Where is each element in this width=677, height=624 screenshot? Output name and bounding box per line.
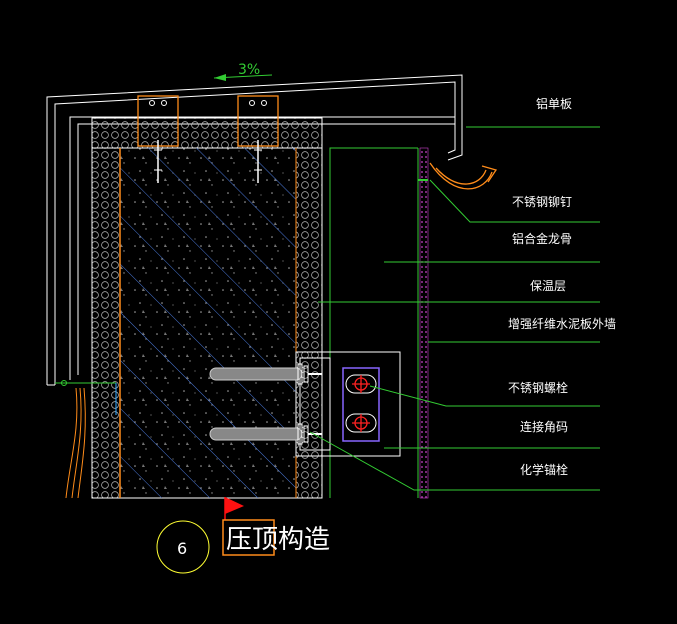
title-highlight-box xyxy=(222,519,275,556)
left-flashing xyxy=(55,380,117,499)
callout-labels: 铝单板 不锈钢铆钉 铝合金龙骨 保温层 增强纤维水泥板外墙 不锈钢螺栓 连接角码… xyxy=(508,96,616,477)
chemical-anchor-upper xyxy=(209,367,303,381)
anchor-assembly xyxy=(209,351,401,457)
concrete-hatch xyxy=(120,148,296,498)
flag-icon xyxy=(224,497,244,520)
label-stainless-bolt: 不锈钢螺栓 xyxy=(508,380,568,395)
stainless-bolt-upper xyxy=(352,375,370,393)
top-bracket-left xyxy=(137,95,179,183)
detail-number: 6 xyxy=(177,539,187,558)
aluminum-keel xyxy=(329,147,419,498)
insulation-top xyxy=(91,117,323,149)
drip-arrow xyxy=(429,162,498,190)
top-bracket-right xyxy=(237,95,279,183)
insulation-left xyxy=(91,147,121,499)
leader-lines xyxy=(309,126,600,491)
inner-frame-lines xyxy=(69,116,455,380)
fiber-cement-wall xyxy=(419,147,429,499)
slope-label: 3% xyxy=(238,62,260,78)
label-connection-angle: 连接角码 xyxy=(520,419,568,434)
detail-number-marker: 6 xyxy=(156,520,210,574)
drawing-title: 压顶构造 xyxy=(226,525,330,555)
chemical-anchor-lower xyxy=(209,427,303,441)
label-insulation: 保温层 xyxy=(530,279,566,293)
label-chemical-anchor: 化学锚栓 xyxy=(520,462,568,477)
label-aluminum-keel: 铝合金龙骨 xyxy=(512,231,572,246)
stainless-bolt-lower xyxy=(352,414,370,432)
slope-indicator: 3% xyxy=(213,62,273,81)
label-stainless-rivet: 不锈钢铆钉 xyxy=(512,194,572,209)
label-aluminum-panel: 铝单板 xyxy=(536,96,572,111)
label-fiber-cement-wall: 增强纤维水泥板外墙 xyxy=(508,317,616,331)
aluminum-coping-panel xyxy=(46,74,463,386)
